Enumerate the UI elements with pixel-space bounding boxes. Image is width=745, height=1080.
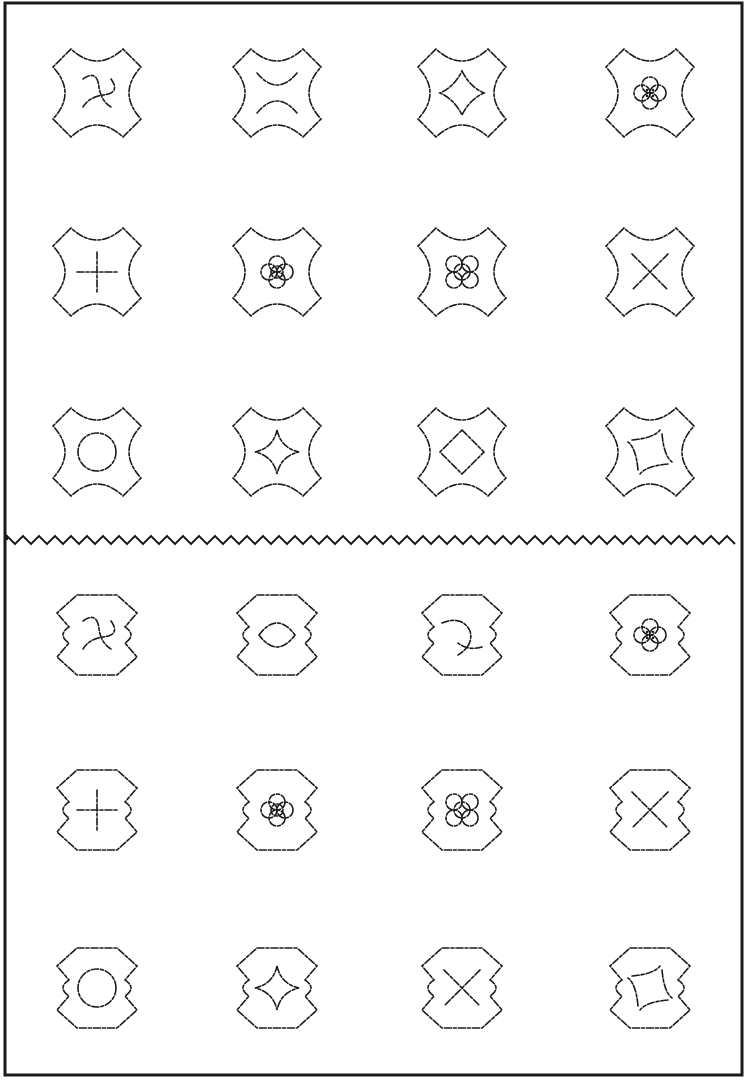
pattern-tile xyxy=(53,408,141,496)
pattern-tile xyxy=(606,408,694,496)
motif-arc xyxy=(257,101,297,113)
zigzag-divider xyxy=(7,536,735,544)
pattern-tile xyxy=(606,49,694,137)
x-outline xyxy=(418,49,506,137)
pattern-tile xyxy=(237,948,317,1028)
pattern-tile xyxy=(237,595,317,675)
pattern-tile xyxy=(610,948,690,1028)
motif-arc xyxy=(632,430,660,440)
pattern-tile xyxy=(57,770,137,850)
octagon-outline xyxy=(422,770,502,850)
pattern-tile xyxy=(233,49,321,137)
motif-arc xyxy=(640,1000,668,1010)
upper-pattern-grid xyxy=(53,49,694,496)
pattern-tile xyxy=(418,228,506,316)
motif-dot xyxy=(652,95,654,97)
motif-star xyxy=(255,430,299,474)
pattern-tile xyxy=(422,595,502,675)
motif-circle xyxy=(78,969,116,1007)
motif-arc xyxy=(628,978,638,1006)
pattern-tile xyxy=(610,595,690,675)
motif-arc xyxy=(632,966,660,976)
pattern-tile xyxy=(422,948,502,1028)
pattern-tile xyxy=(606,228,694,316)
octagon-outline xyxy=(237,948,317,1028)
octagon-outline xyxy=(57,595,137,675)
motif-arc xyxy=(662,970,672,998)
motif-dot xyxy=(646,637,648,639)
pattern-tile xyxy=(233,408,321,496)
motif-arc xyxy=(640,464,668,474)
pattern-tile xyxy=(418,408,506,496)
lower-pattern-grid xyxy=(57,595,690,1028)
motif-swoosh xyxy=(442,620,471,655)
motif-dot xyxy=(652,89,654,91)
motif-arc xyxy=(662,434,672,462)
motif-star xyxy=(255,966,299,1010)
pattern-tile xyxy=(422,770,502,850)
motif-dot xyxy=(646,631,648,633)
pattern-tile xyxy=(53,228,141,316)
motif-dot xyxy=(649,92,651,94)
octagon-outline xyxy=(422,595,502,675)
motif-lens xyxy=(259,623,295,647)
x-outline xyxy=(606,408,694,496)
motif-dot xyxy=(646,89,648,91)
pattern-tile xyxy=(418,49,506,137)
pattern-tile xyxy=(610,770,690,850)
motif-diamond xyxy=(440,430,484,474)
pattern-tile xyxy=(57,595,137,675)
pattern-tile xyxy=(53,49,141,137)
octagon-outline xyxy=(237,595,317,675)
pattern-tile xyxy=(237,770,317,850)
x-outline xyxy=(233,49,321,137)
motif-diamond xyxy=(440,71,484,115)
octagon-outline xyxy=(610,948,690,1028)
x-outline xyxy=(418,408,506,496)
motif-arc xyxy=(257,73,297,85)
motif-circle xyxy=(78,433,116,471)
motif-swoosh xyxy=(458,643,482,648)
pattern-tile xyxy=(57,948,137,1028)
x-outline xyxy=(53,408,141,496)
x-outline xyxy=(53,49,141,137)
motif-dot xyxy=(649,634,651,636)
motif-dot xyxy=(652,631,654,633)
octagon-outline xyxy=(57,948,137,1028)
x-outline xyxy=(418,228,506,316)
motif-arc xyxy=(628,442,638,470)
x-outline xyxy=(233,408,321,496)
motif-dot xyxy=(646,95,648,97)
pattern-tile xyxy=(233,228,321,316)
motif-dot xyxy=(652,637,654,639)
